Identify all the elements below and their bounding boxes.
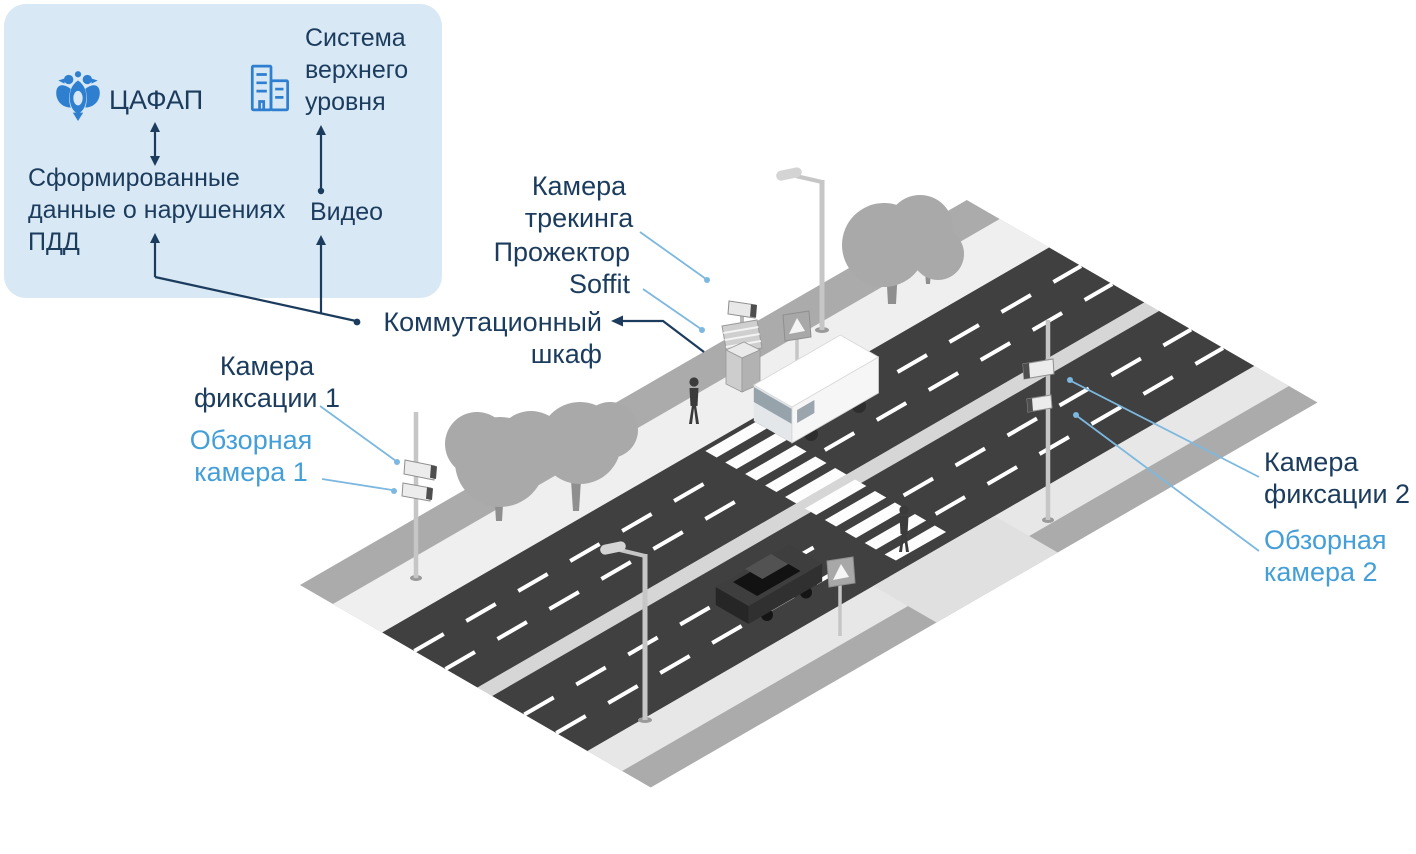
building-icon [250,64,289,112]
fixation-camera-2-device [1022,358,1055,380]
white-van [753,334,880,444]
switch-cabinet-device [725,341,761,393]
tracking-camera-device [727,300,757,319]
label-switch-cabinet: Коммутационный шкаф [383,307,602,369]
cabinet-arrow [611,315,705,353]
camera-pole-1 [401,412,437,581]
label-overview-camera-2: Обзорная камера 2 [1264,525,1387,587]
flow-arrows [150,122,361,326]
tracking-mast [721,300,763,393]
crosswalk [705,422,947,561]
soffit-projector-device [721,319,763,355]
label-overview-camera-1: Обзорная камера 1 [189,425,313,487]
leader-lines [319,231,1260,552]
trees-right [842,195,964,304]
crosswalk-landing [873,516,1058,623]
pedestrian-sidewalk [689,377,699,424]
overview-camera-1-device [401,482,433,502]
label-tracking-camera: Камера трекинга [524,171,634,233]
label-soffit-projector: Прожектор Soffit [493,237,630,299]
streetlight-bottom [600,541,652,723]
camera-pole-2 [1022,320,1055,523]
video-label: Видео [310,198,384,226]
streetlight-top [776,167,829,333]
fixation-camera-1-device [403,459,437,481]
violations-data-label: Сформированные данные о нарушениях ПДД [28,164,286,256]
crossing-sign-far [782,310,812,390]
trees-left [445,402,638,521]
russia-emblem-icon [56,71,100,121]
info-panel: ЦАФАП Система верхнего уровня Сформирова… [4,4,442,298]
crossing-sign-near [826,556,856,636]
label-fixation-camera-2: Камера фиксации 2 [1264,447,1411,509]
label-fixation-camera-1: Камера фиксации 1 [193,351,341,413]
upper-system-label: Система верхнего уровня [305,24,409,116]
cafap-label: ЦАФАП [109,85,204,115]
pedestrian-crosswalk [899,505,909,552]
dark-car [715,544,823,624]
overview-camera-2-device [1026,394,1053,413]
